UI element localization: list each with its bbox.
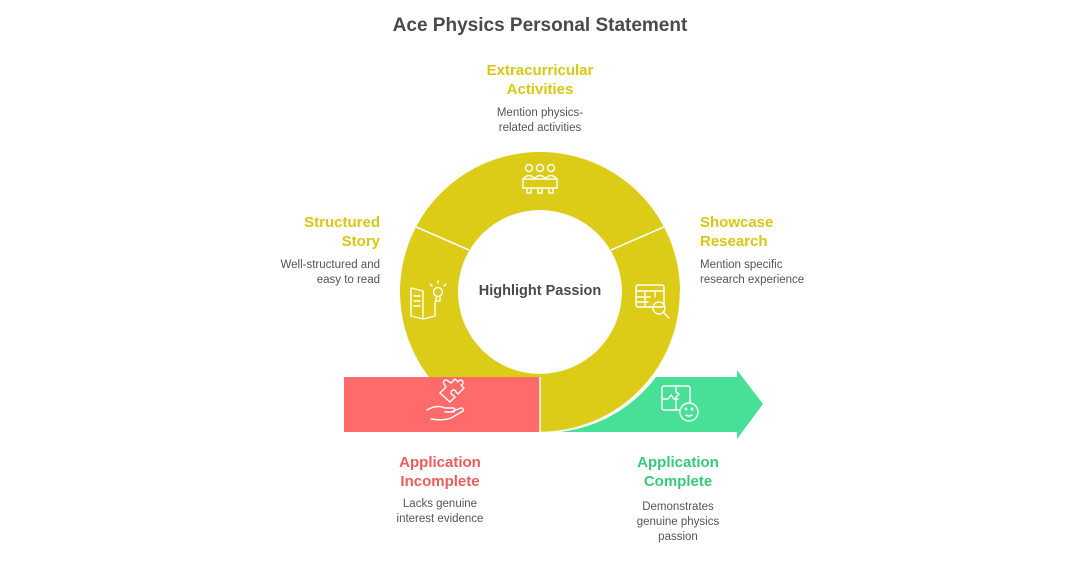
- hub-label: Highlight Passion: [478, 283, 602, 299]
- research-title-line1: Showcase: [700, 214, 774, 231]
- extracurricular-desc-line2: related activities: [498, 122, 582, 134]
- incomplete-title-line1: Application: [399, 454, 481, 471]
- complete-desc-line1: Demonstrates: [642, 501, 714, 513]
- research-desc-line2: research experience: [700, 274, 805, 286]
- extracurricular-desc-line1: Mention physics-: [496, 107, 584, 119]
- incomplete-desc-line2: interest evidence: [396, 513, 484, 525]
- complete-title-line1: Application: [637, 454, 719, 471]
- extracurricular-title: Extracurricular Activities: [440, 61, 640, 99]
- structured-desc-line1: Well-structured and: [280, 259, 381, 271]
- incomplete-desc-line1: Lacks genuine: [402, 498, 478, 510]
- structured-title-line1: Structured: [304, 214, 380, 231]
- structured-desc-line2: easy to read: [316, 274, 380, 286]
- structured-title-line2: Story: [341, 233, 380, 250]
- application-incomplete-desc: Lacks genuine interest evidence: [360, 497, 520, 527]
- extracurricular-title-line2: Activities: [506, 81, 574, 98]
- extracurricular-title-line1: Extracurricular: [486, 62, 594, 79]
- application-complete-desc: Demonstrates genuine physics passion: [598, 500, 758, 545]
- research-desc-line1: Mention specific: [700, 259, 783, 271]
- book-lightbulb-icon: [410, 280, 447, 320]
- research-title-line2: Research: [700, 233, 768, 250]
- extracurricular-desc: Mention physics- related activities: [440, 106, 640, 136]
- structured-story-desc: Well-structured and easy to read: [230, 258, 381, 288]
- application-complete-title: Application Complete: [598, 453, 758, 491]
- hand-puzzle-icon: [426, 378, 465, 421]
- complete-desc-line2: genuine physics: [636, 516, 720, 528]
- application-incomplete-title: Application Incomplete: [360, 453, 520, 491]
- complete-title-line2: Complete: [643, 473, 713, 490]
- page-title: Ace Physics Personal Statement: [392, 15, 688, 36]
- table-search-icon: [635, 284, 670, 319]
- showcase-research-title: Showcase Research: [700, 213, 850, 251]
- showcase-research-desc: Mention specific research experience: [700, 258, 860, 288]
- incomplete-title-line2: Incomplete: [400, 473, 480, 490]
- complete-desc-line3: passion: [658, 531, 698, 543]
- team-meeting-icon: [522, 163, 558, 194]
- structured-story-title: Structured Story: [230, 213, 380, 251]
- puzzle-face-icon: [661, 385, 699, 422]
